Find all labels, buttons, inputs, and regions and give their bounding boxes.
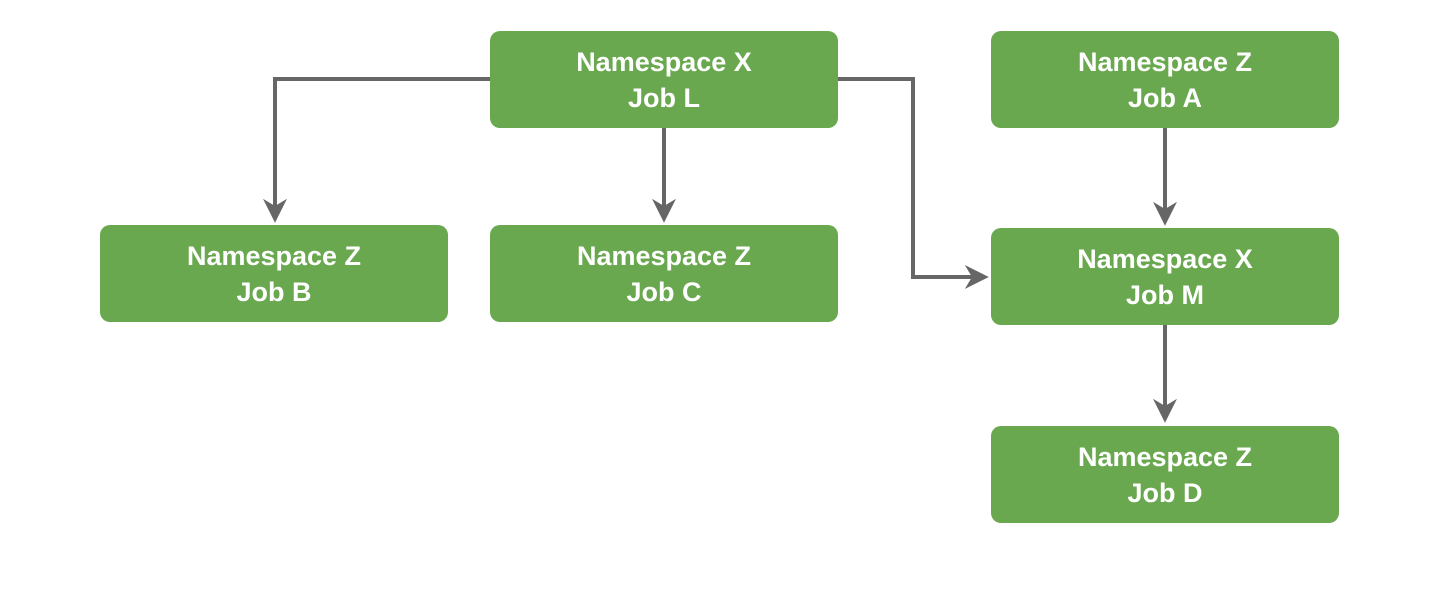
node-namespace-z-job-a: Namespace Z Job A [991,31,1339,128]
node-job-label: Job M [1126,279,1204,310]
edge-job-l-to-job-b [263,77,490,223]
node-namespace-label: Namespace Z [186,240,362,271]
node-namespace-label: Namespace Z [1077,441,1253,472]
node-namespace-x-job-m: Namespace X Job M [991,228,1339,325]
node-namespace-z-job-d: Namespace Z Job D [991,426,1339,523]
node-namespace-z-job-b: Namespace Z Job B [100,225,448,322]
node-job-label: Job A [1128,82,1202,113]
node-namespace-z-job-c: Namespace Z Job C [490,225,838,322]
node-namespace-label: Namespace Z [576,240,752,271]
node-job-label: Job L [628,82,700,113]
node-namespace-label: Namespace Z [1077,46,1253,77]
node-namespace-x-job-l: Namespace X Job L [490,31,838,128]
edge-job-l-to-job-m [838,77,989,289]
node-job-label: Job C [626,276,702,307]
node-job-label: Job B [236,276,312,307]
node-job-label: Job D [1127,477,1203,508]
node-namespace-label: Namespace X [576,46,752,77]
node-namespace-label: Namespace X [1077,243,1253,274]
